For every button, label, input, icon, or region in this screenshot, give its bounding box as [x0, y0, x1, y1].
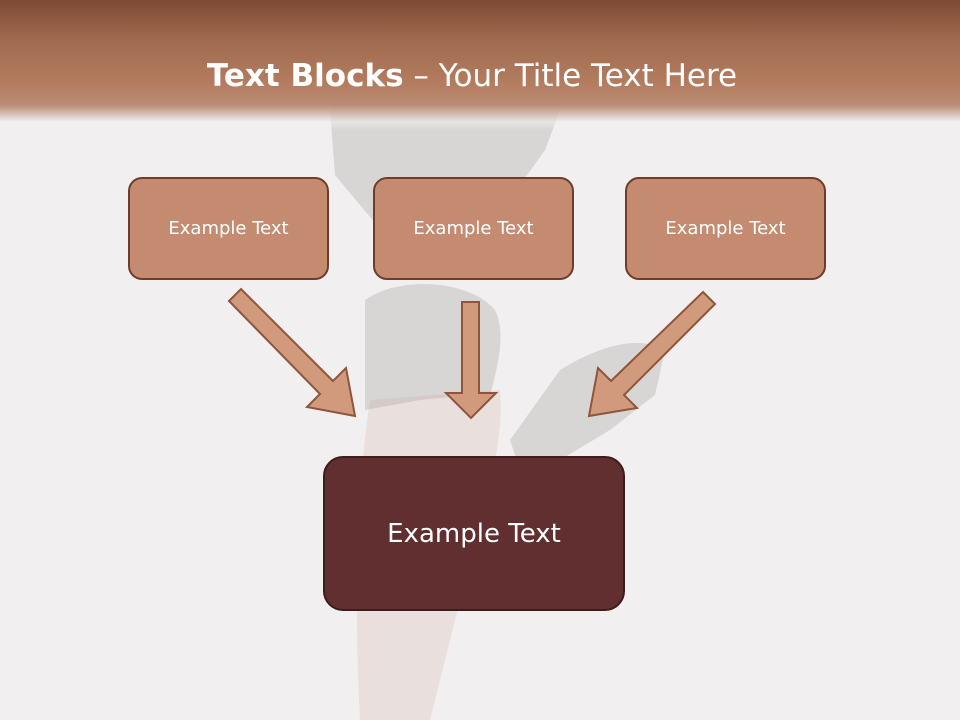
figure-raised-leg: [510, 342, 665, 470]
target-text-block-label: Example Text: [387, 518, 561, 549]
title-bar: [0, 0, 960, 130]
text-block-2[interactable]: Example Text: [373, 177, 574, 280]
figure-hips: [365, 283, 501, 410]
text-block-1[interactable]: Example Text: [128, 177, 329, 280]
title-separator: –: [403, 58, 439, 94]
title-rest: Your Title Text Here: [438, 58, 738, 94]
text-block-1-label: Example Text: [168, 218, 289, 239]
target-text-block[interactable]: Example Text: [323, 456, 625, 611]
slide-title: Text Blocks – Your Title Text Here: [0, 56, 944, 96]
title-bold: Text Blocks: [206, 58, 404, 94]
text-block-3[interactable]: Example Text: [625, 177, 826, 280]
text-block-3-label: Example Text: [665, 218, 786, 239]
text-block-2-label: Example Text: [413, 218, 534, 239]
